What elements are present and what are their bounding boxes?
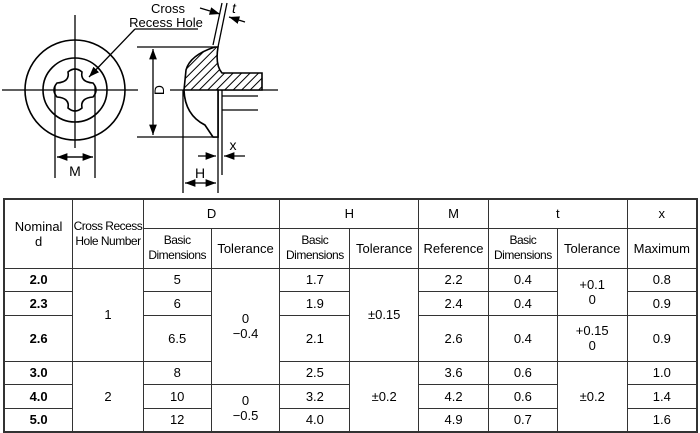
cell-d: 3.0 — [3, 360, 74, 385]
M-label: M — [69, 163, 81, 179]
top-view — [2, 15, 198, 178]
cell-D: 8 — [142, 360, 212, 385]
table-row: 4.0 10 0−0.5 3.2 4.2 0.6 1.4 — [3, 383, 698, 433]
cell-t: 0.4 — [487, 267, 558, 292]
cell-H-tol: ±0.2 — [349, 360, 420, 433]
table-row: 5.0 12 4.0 4.9 0.7 1.6 — [3, 407, 698, 433]
screw-drawing: Cross Recess Hole t D M H x — [2, 0, 278, 193]
cell-M: 2.4 — [418, 290, 489, 316]
table-row: 2.3 6 1.9 2.4 0.4 0.9 — [3, 290, 698, 316]
cell-H: 1.9 — [279, 290, 351, 316]
cell-t-tol: ±0.2 — [556, 360, 628, 433]
cell-x: 0.8 — [626, 267, 698, 292]
cell-M: 4.9 — [418, 407, 489, 433]
header-M: M — [418, 198, 489, 229]
cross-recess-label-2: Recess Hole — [129, 15, 203, 30]
cell-t: 0.6 — [487, 383, 558, 409]
header-x: x — [626, 198, 698, 229]
cell-x: 1.6 — [626, 407, 698, 433]
cross-recess-label-1: Cross — [151, 1, 185, 16]
cell-d: 2.0 — [3, 267, 74, 292]
cell-t: 0.4 — [487, 290, 558, 316]
cell-d: 4.0 — [3, 383, 74, 409]
cell-cross-hole: 1 — [72, 267, 144, 362]
cell-x: 0.9 — [626, 290, 698, 316]
cell-H: 2.1 — [279, 314, 351, 362]
cell-D-tol: 0−0.5 — [210, 383, 281, 433]
header-t: t — [487, 198, 628, 229]
cell-M: 3.6 — [418, 360, 489, 385]
table-row: 3.0 2 8 2.5 ±0.2 3.6 0.6 ±0.2 1.0 — [3, 360, 698, 433]
cell-M: 2.6 — [418, 314, 489, 362]
cell-D: 12 — [142, 407, 212, 433]
cell-x: 1.0 — [626, 360, 698, 385]
header-D: D — [142, 198, 281, 229]
cell-x: 0.9 — [626, 314, 698, 362]
cell-H: 2.5 — [279, 360, 351, 385]
cell-D: 6.5 — [142, 314, 212, 362]
header-H: H — [279, 198, 420, 229]
cell-D: 10 — [142, 383, 212, 409]
H-label: H — [195, 165, 205, 181]
cell-H: 4.0 — [279, 407, 351, 433]
t-label: t — [232, 0, 237, 16]
cell-d: 2.6 — [3, 314, 74, 362]
cell-cross-hole: 2 — [72, 360, 144, 433]
x-label: x — [230, 137, 237, 153]
header-H-tolerance: Tolerance — [349, 227, 420, 269]
cell-d: 2.3 — [3, 290, 74, 316]
cell-D: 5 — [142, 267, 212, 292]
cell-t: 0.6 — [487, 360, 558, 385]
cell-M: 4.2 — [418, 383, 489, 409]
cell-H-tol: ±0.15 — [349, 267, 420, 362]
cell-d: 5.0 — [3, 407, 74, 433]
cell-x: 1.4 — [626, 383, 698, 409]
cell-H: 3.2 — [279, 383, 351, 409]
cell-M: 2.2 — [418, 267, 489, 292]
cell-D: 6 — [142, 290, 212, 316]
D-label: D — [151, 85, 167, 95]
side-view — [137, 2, 278, 193]
cell-D-tol: 0−0.4 — [210, 267, 281, 385]
header-t-tolerance: Tolerance — [556, 227, 628, 269]
header-M-reference: Reference — [418, 227, 489, 269]
header-x-maximum: Maximum — [626, 227, 698, 269]
cell-t: 0.7 — [487, 407, 558, 433]
cell-H: 1.7 — [279, 267, 351, 292]
header-D-tolerance: Tolerance — [210, 227, 281, 269]
cell-t: 0.4 — [487, 314, 558, 362]
